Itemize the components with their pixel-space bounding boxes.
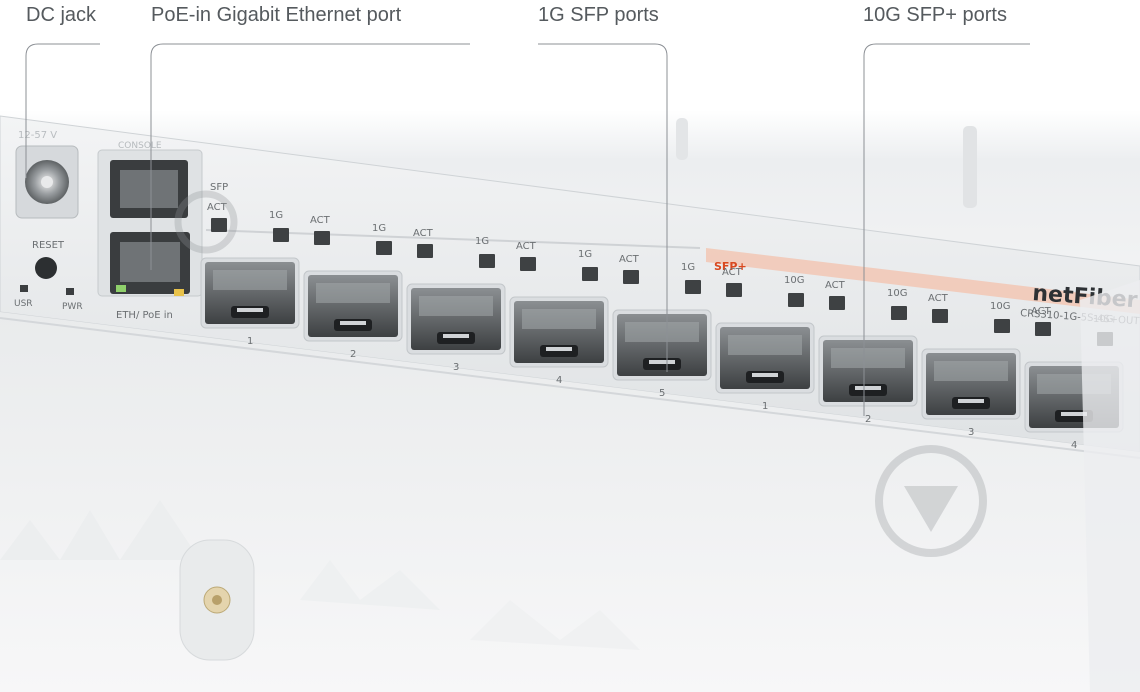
speed-label: 1G (578, 249, 592, 260)
power-panel: 12-57 V RESET USR PWR (14, 130, 83, 312)
sfp-port-1: 1 (200, 257, 300, 347)
act-label: ACT (825, 280, 846, 291)
device-base-shelf (0, 312, 1140, 692)
sfp-plus-port-3-leds: ACT 10G (928, 293, 1010, 333)
link-led (479, 254, 495, 268)
sfp-plus-port-number: 4 (1071, 440, 1077, 451)
leader-lines (25, 43, 1030, 416)
link-led (891, 306, 907, 320)
speed-label: 1G (372, 223, 386, 234)
console-label: CONSOLE (118, 141, 162, 151)
link-led (788, 293, 804, 307)
link-led (994, 319, 1010, 333)
act-led (829, 296, 845, 310)
sfp-port-2-leds: ACT 1G (310, 215, 392, 255)
sfp-port-4-leds: ACT 1G (516, 241, 598, 281)
act-label: ACT (928, 293, 949, 304)
sfp-port-5-leds: ACT 1G (619, 254, 701, 294)
callout-sfp-plus-ports: 10G SFP+ ports (863, 4, 1007, 26)
sfp-group-label: SFP (210, 182, 228, 193)
sfp-plus-port-number: 3 (968, 427, 974, 438)
act-label: ACT (619, 254, 640, 265)
act-label: ACT (413, 228, 434, 239)
sfp-port-2: 2 (303, 270, 403, 360)
pwr-led (66, 288, 74, 295)
act-led (520, 257, 536, 271)
speed-label: 1G (269, 210, 283, 221)
speed-label: 1G (681, 262, 695, 273)
speed-label: 10G (784, 275, 804, 286)
act-led (623, 270, 639, 284)
callout-dc-jack: DC jack (26, 4, 97, 26)
act-led (932, 309, 948, 323)
sfp-port-1-leds: ACT 1G (207, 202, 289, 242)
usr-led (20, 285, 28, 292)
sfp-port-number: 1 (247, 336, 253, 347)
act-label: ACT (1031, 306, 1052, 317)
pwr-label: PWR (62, 302, 83, 312)
sfp-port-number: 3 (453, 362, 459, 373)
speed-label: 10G (887, 288, 907, 299)
reset-label: RESET (32, 240, 65, 251)
sfp-plus-port-2: 2 (818, 335, 918, 425)
poe-port-leader-line (150, 43, 470, 270)
usr-label: USR (14, 299, 33, 309)
sfp-plus-port-3: 3 (921, 348, 1021, 438)
act-label: ACT (722, 267, 743, 278)
act-label: ACT (207, 202, 228, 213)
mounting-posts (676, 118, 977, 208)
base-plastics (0, 280, 1140, 692)
sfp-plus-port-number: 1 (762, 401, 768, 412)
ethernet-panel: CONSOLE ETH/ PoE in (97, 141, 203, 321)
act-led (314, 231, 330, 245)
sfp-plus-port-1-leds: ACT 10G (722, 267, 804, 307)
sfp-port-4: 4 (509, 296, 609, 386)
act-label: ACT (310, 215, 331, 226)
sfp-plus-port-1: 1 (715, 322, 815, 412)
sfp-port-number: 2 (350, 349, 356, 360)
sfp-port-number: 4 (556, 375, 562, 386)
sfp-port-3-leds: ACT 1G (413, 228, 495, 268)
act-label: ACT (516, 241, 537, 252)
callout-sfp-ports: 1G SFP ports (538, 4, 659, 26)
callout-poe-port: PoE-in Gigabit Ethernet port (151, 4, 402, 26)
speed-label: 10G (990, 301, 1010, 312)
sfp-plus-port-2-leds: ACT 10G (825, 280, 907, 320)
link-led (582, 267, 598, 281)
arrow-down-circle-icon (875, 445, 987, 557)
dc-jack-leader-line (25, 43, 100, 178)
sfp-port-3: 3 (406, 283, 506, 373)
sfp-leader-line (538, 43, 668, 372)
circle-outline-icon (174, 190, 238, 254)
power-label: 12-57 V (18, 130, 57, 141)
sfp-plus-accent-band (706, 248, 1140, 314)
eth-label: ETH/ PoE in (116, 310, 173, 321)
sfp-plus-port-number: 2 (865, 414, 871, 425)
sfp-port-number: 5 (659, 388, 665, 399)
link-led (273, 228, 289, 242)
link-led (685, 280, 701, 294)
reset-button (35, 257, 57, 279)
act-led (417, 244, 433, 258)
sfp-plus-group-label: SFP+ (714, 260, 747, 273)
act-led (1035, 322, 1051, 336)
sfp-port-5: 5 (612, 309, 712, 399)
link-led (376, 241, 392, 255)
speed-label: 1G (475, 236, 489, 247)
act-led (211, 218, 227, 232)
sfp-plus-leader-line (863, 43, 1030, 416)
act-led (726, 283, 742, 297)
